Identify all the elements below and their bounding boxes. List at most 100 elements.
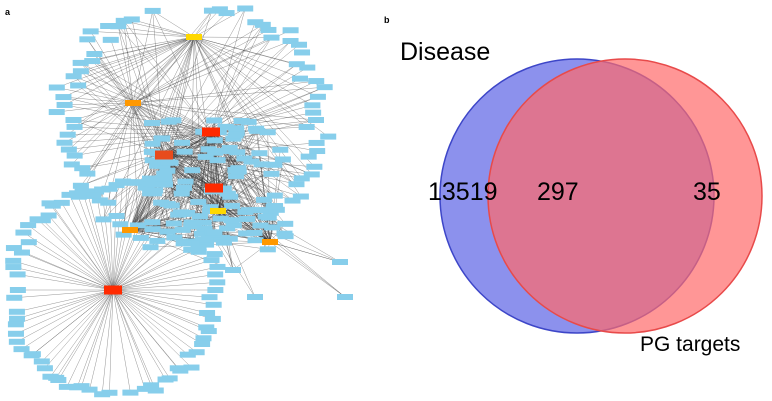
network-edge: [112, 203, 168, 291]
network-node: [7, 330, 24, 337]
venn-set-label-disease: Disease: [400, 38, 490, 66]
network-node: [238, 230, 255, 237]
network-edge: [164, 131, 212, 185]
network-edge: [112, 289, 214, 305]
network-node: [154, 181, 171, 188]
network-nodes: [5, 5, 353, 398]
network-node: [129, 222, 146, 229]
network-node: [225, 222, 242, 229]
network-node: [9, 271, 26, 278]
network-node: [229, 149, 246, 156]
network-node: [122, 389, 139, 396]
network-edge: [210, 40, 291, 133]
network-node: [175, 184, 192, 191]
network-hub-node: [125, 100, 141, 106]
network-node: [7, 321, 24, 328]
network-node: [194, 340, 211, 347]
network-node: [265, 203, 282, 210]
network-edge: [112, 289, 188, 355]
venn-set-label-pg-targets: PG targets: [640, 333, 740, 356]
network-edge: [132, 29, 269, 104]
network-node: [206, 251, 223, 258]
network-node: [246, 229, 263, 236]
network-edge: [13, 247, 114, 291]
network-edge: [112, 259, 212, 291]
network-edge: [163, 37, 272, 156]
network-node: [206, 117, 223, 124]
network-edge: [193, 36, 312, 175]
network-node: [282, 37, 299, 44]
network-node: [65, 117, 82, 123]
network-node: [260, 214, 277, 221]
panel-b-label: b: [384, 15, 390, 25]
network-node: [44, 202, 61, 209]
network-node: [9, 287, 26, 293]
network-node: [316, 84, 333, 91]
network-edge: [163, 154, 272, 175]
network-node: [199, 309, 216, 316]
network-edge: [112, 289, 208, 314]
venn-count-pg-only: 35: [693, 178, 721, 206]
network-node: [219, 190, 236, 197]
network-node: [147, 387, 164, 394]
network-edge: [73, 102, 134, 121]
network-edge: [28, 224, 114, 291]
network-edge: [163, 40, 291, 156]
network-edge: [92, 36, 195, 62]
network-node: [209, 263, 226, 270]
network-node: [298, 123, 315, 130]
network-node: [6, 294, 23, 301]
network-edge: [112, 289, 170, 379]
network-node: [184, 167, 201, 174]
network-edge: [112, 289, 181, 371]
network-edge: [193, 36, 307, 128]
network-node: [249, 127, 266, 134]
venn-diagram: Disease PG targets 13519 297 35: [400, 38, 763, 356]
network-node: [63, 161, 80, 168]
network-node: [82, 28, 99, 35]
network-node: [209, 157, 226, 164]
network-node: [190, 198, 207, 205]
network-node: [13, 249, 30, 256]
network-edge: [152, 10, 195, 38]
network-edge: [267, 132, 271, 243]
venn-count-disease-only: 13519: [428, 178, 498, 206]
network-edge: [132, 24, 263, 104]
network-edge: [210, 131, 297, 185]
network-edge: [17, 274, 114, 291]
network-edge: [56, 102, 134, 113]
network-node: [91, 197, 108, 204]
network-node: [243, 158, 260, 165]
network-node: [159, 228, 176, 235]
network-edge: [112, 289, 210, 298]
network-node: [247, 237, 264, 244]
network-edge: [112, 202, 162, 291]
network-node: [185, 223, 202, 230]
network-edge: [76, 289, 114, 388]
network-node: [308, 78, 325, 85]
network-edge: [217, 159, 284, 212]
network-edge: [163, 8, 246, 156]
network-edge: [193, 36, 308, 68]
network-node: [81, 386, 98, 393]
network-edge: [63, 96, 134, 104]
network-node: [5, 245, 22, 252]
network-node: [55, 94, 72, 101]
network-edge: [193, 8, 246, 38]
network-node: [123, 16, 140, 23]
network-node: [292, 193, 309, 200]
network-edge: [16, 289, 114, 319]
network-edge: [50, 289, 114, 377]
network-node: [160, 159, 177, 166]
network-edge: [132, 12, 227, 104]
network-edge: [112, 289, 203, 345]
network-edge: [193, 36, 315, 167]
network-edge: [193, 36, 313, 106]
network-node: [309, 93, 326, 100]
network-node: [9, 315, 26, 322]
network-edge: [205, 156, 215, 189]
network-edge: [90, 31, 195, 38]
network-node: [112, 221, 129, 228]
network-hub-node: [262, 239, 278, 245]
network-node: [225, 135, 242, 142]
